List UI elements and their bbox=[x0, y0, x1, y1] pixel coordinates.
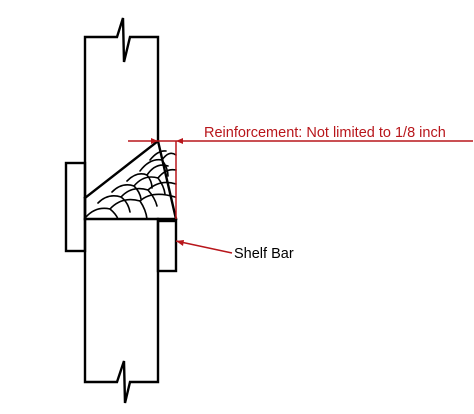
reinforcement-dimension bbox=[128, 138, 473, 219]
shelf-bar-label: Shelf Bar bbox=[234, 246, 294, 262]
upper-plate bbox=[83, 17, 178, 221]
dimension-arrow-left bbox=[151, 138, 158, 144]
leader-arrow bbox=[176, 240, 184, 246]
weld-bevel-line bbox=[83, 139, 160, 200]
lower-plate bbox=[83, 217, 160, 404]
shelf-bar-leader bbox=[175, 240, 233, 254]
reinforcement-label: Reinforcement: Not limited to 1/8 inch bbox=[204, 125, 446, 141]
weld-bead-passes bbox=[85, 150, 177, 220]
dimension-arrow-right bbox=[176, 138, 183, 144]
left-backing-plate bbox=[64, 161, 87, 253]
shelf-bar bbox=[156, 219, 178, 273]
